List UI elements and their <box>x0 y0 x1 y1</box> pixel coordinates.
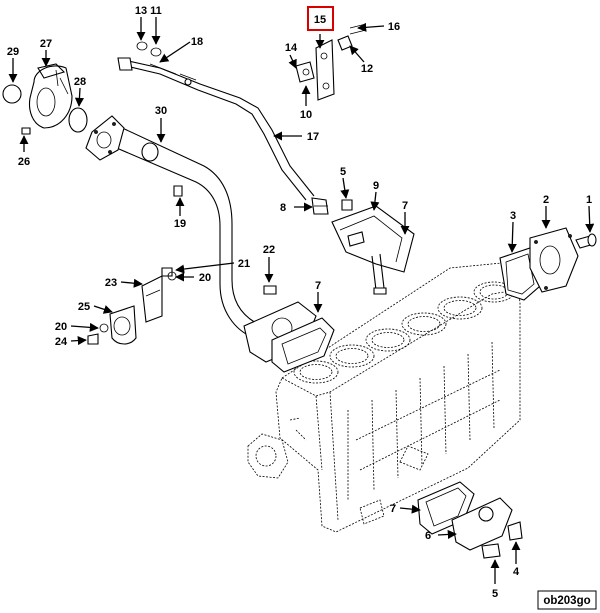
lower-cover <box>417 481 523 559</box>
callout-23: 23 <box>105 277 117 289</box>
callout-20-upper: 20 <box>199 272 211 284</box>
fitting-8 <box>311 197 329 215</box>
pipe-flange <box>85 115 125 161</box>
callout-7-mid: 7 <box>315 280 321 292</box>
bracket-assembly <box>295 23 367 101</box>
gasket-7-mid <box>271 317 335 373</box>
callout-20-lower: 20 <box>55 321 67 333</box>
callout-3: 3 <box>510 210 516 222</box>
callout-14: 14 <box>285 42 298 54</box>
callout-27: 27 <box>40 38 52 50</box>
callout-5-upper: 5 <box>340 166 346 178</box>
bolt-21 <box>161 267 173 277</box>
pipe-plug <box>173 185 183 197</box>
callout-7-lower: 7 <box>390 503 396 515</box>
callout-28: 28 <box>74 76 86 88</box>
highlight-box <box>307 6 334 31</box>
figure-code: ob203go <box>543 595 590 607</box>
nut-24 <box>87 333 99 345</box>
callout-22: 22 <box>263 244 275 256</box>
clamp-25 <box>109 305 137 345</box>
callout-19: 19 <box>174 218 186 230</box>
o-ring-29 <box>2 84 22 104</box>
callout-6: 6 <box>425 530 431 542</box>
plug-4 <box>507 521 523 541</box>
clip-14 <box>295 61 315 83</box>
washer-13 <box>136 41 148 51</box>
coolant-pipe <box>85 115 263 339</box>
screw-26 <box>21 127 31 135</box>
cover-2 <box>529 227 579 293</box>
valve-head <box>117 57 133 71</box>
callout-24: 24 <box>55 336 68 348</box>
support-bracket <box>87 267 177 345</box>
callout-1: 1 <box>586 194 592 206</box>
nut-12 <box>337 35 353 51</box>
outlet-flange <box>243 285 335 373</box>
washer-20-low <box>99 323 109 333</box>
callout-10: 10 <box>300 109 312 121</box>
callout-25: 25 <box>78 301 90 313</box>
callout-5-lower: 5 <box>492 588 498 600</box>
thermostat-housing <box>2 63 88 135</box>
callout-11: 11 <box>150 5 162 17</box>
pump-cover <box>499 227 597 301</box>
callout-16: 16 <box>388 21 400 33</box>
callout-30: 30 <box>155 105 167 117</box>
callout-18: 18 <box>191 36 203 48</box>
callout-13: 13 <box>135 5 147 17</box>
bolt-5-low <box>481 543 501 559</box>
callout-21: 21 <box>238 258 250 270</box>
callout-26: 26 <box>18 156 30 168</box>
pipe-boss <box>141 142 159 162</box>
callout-12: 12 <box>361 63 373 75</box>
engine-block <box>247 261 521 533</box>
callout-17: 17 <box>307 131 319 143</box>
o-ring-28 <box>68 107 88 133</box>
callout-7-right: 7 <box>402 200 408 212</box>
figure-code-box: ob203go <box>537 590 597 610</box>
leader-lines <box>8 17 595 584</box>
bypass-line <box>117 41 315 201</box>
callout-2: 2 <box>543 194 549 206</box>
callout-29: 29 <box>7 46 19 58</box>
o-ring-11 <box>150 47 162 57</box>
bolt-5-top <box>341 199 353 211</box>
water-manifold <box>331 199 415 295</box>
callout-15: 15 <box>314 14 326 26</box>
callout-labels: 1 2 3 4 5 5 6 7 7 7 8 9 10 11 12 13 14 1… <box>7 5 592 600</box>
callout-4: 4 <box>513 566 520 578</box>
bolt-22 <box>263 285 277 295</box>
callout-9: 9 <box>373 180 379 192</box>
callout-8: 8 <box>280 202 286 214</box>
cover-6 <box>451 497 513 551</box>
